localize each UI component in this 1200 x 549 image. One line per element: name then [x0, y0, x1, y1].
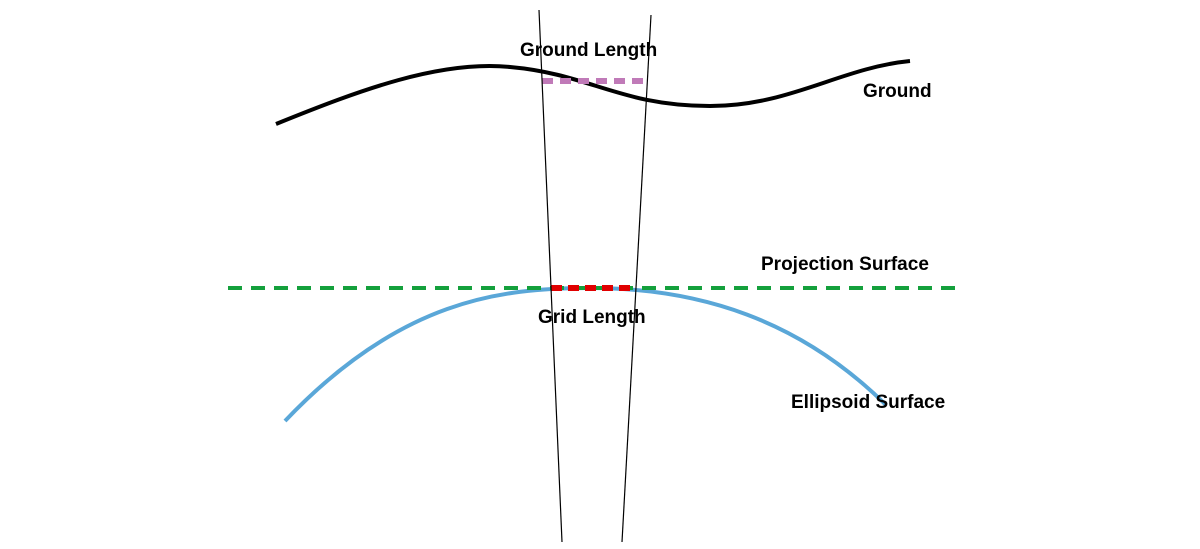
projection-surface-label: Projection Surface — [761, 254, 929, 275]
grid-length-label: Grid Length — [538, 307, 646, 328]
left-ray-line — [538, 9, 563, 543]
ellipsoid-surface-label: Ellipsoid Surface — [791, 392, 946, 413]
ground-curve — [275, 59, 911, 126]
right-ray-line — [621, 14, 652, 543]
ground-label: Ground — [863, 81, 932, 102]
ground-length-label: Ground Length — [520, 40, 658, 61]
